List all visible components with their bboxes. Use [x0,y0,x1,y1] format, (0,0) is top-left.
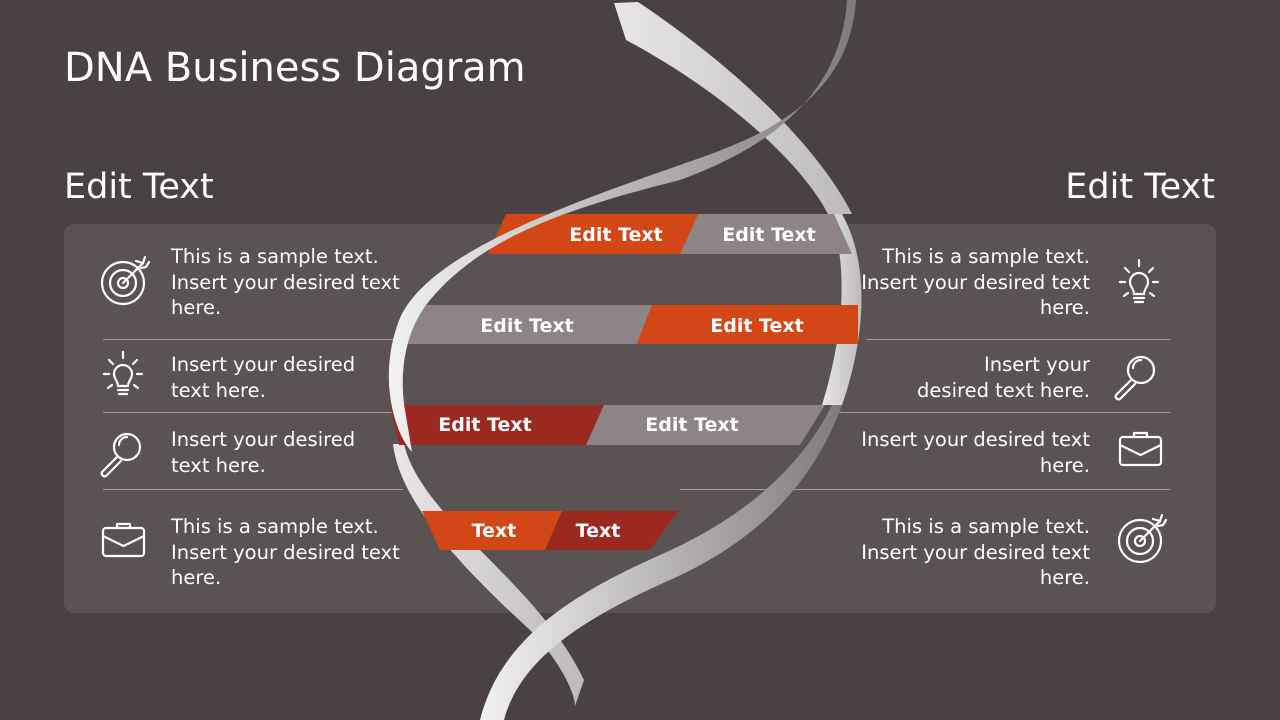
right-text-1: This is a sample text.Insert your desire… [861,245,1090,319]
divider-right-2 [830,412,1170,413]
rung-1-right-bar [680,214,852,254]
briefcase-icon [1113,423,1167,477]
rung-4-right-bar [545,511,678,550]
magnifier-icon [1109,350,1163,404]
rung-1-left-label: Edit Text [569,224,662,246]
rung-3: Edit Text Edit Text [390,405,825,445]
rung-4: Text Text [422,511,678,550]
rung-2-left-bar [405,305,652,344]
rung-2-left-label: Edit Text [480,315,573,337]
rung-4-left-bar [422,511,562,550]
left-text-4: This is a sample text.Insert your desire… [171,515,400,589]
briefcase-icon [96,514,150,568]
rung-1: Edit Text Edit Text [488,214,852,254]
right-text-4: This is a sample text.Insert your desire… [861,515,1090,589]
target-icon [1115,512,1169,566]
rung-3-right-label: Edit Text [645,414,738,436]
lightbulb-icon [96,348,150,402]
rung-2-right-label: Edit Text [710,315,803,337]
target-icon [98,254,152,308]
rung-1-left-bar [488,214,698,254]
helix-back-strand-bottom [393,444,584,706]
divider-right-1 [866,339,1170,340]
rung-3-left-bar [390,405,604,445]
magnifier-icon [95,427,149,481]
rung-2: Edit Text Edit Text [405,305,858,344]
divider-right-3 [680,489,1170,490]
lightbulb-icon [1112,256,1166,310]
rung-3-left-label: Edit Text [438,414,531,436]
slide-title: DNA Business Diagram [64,45,526,91]
helix-front-strand-lower [480,405,842,720]
divider-left-3 [103,489,403,490]
helix-back-strand-top [614,2,852,214]
rung-1-right-label: Edit Text [722,224,815,246]
rung-2-right-bar [637,305,858,344]
left-heading: Edit Text [64,167,214,207]
rung-4-left-label: Text [472,520,517,542]
right-heading: Edit Text [1065,167,1215,207]
rung-3-right-bar [586,405,825,445]
left-text-1: This is a sample text.Insert your desire… [171,245,400,319]
divider-left-1 [103,339,403,340]
divider-left-2 [103,412,393,413]
rung-4-right-label: Text [576,520,621,542]
